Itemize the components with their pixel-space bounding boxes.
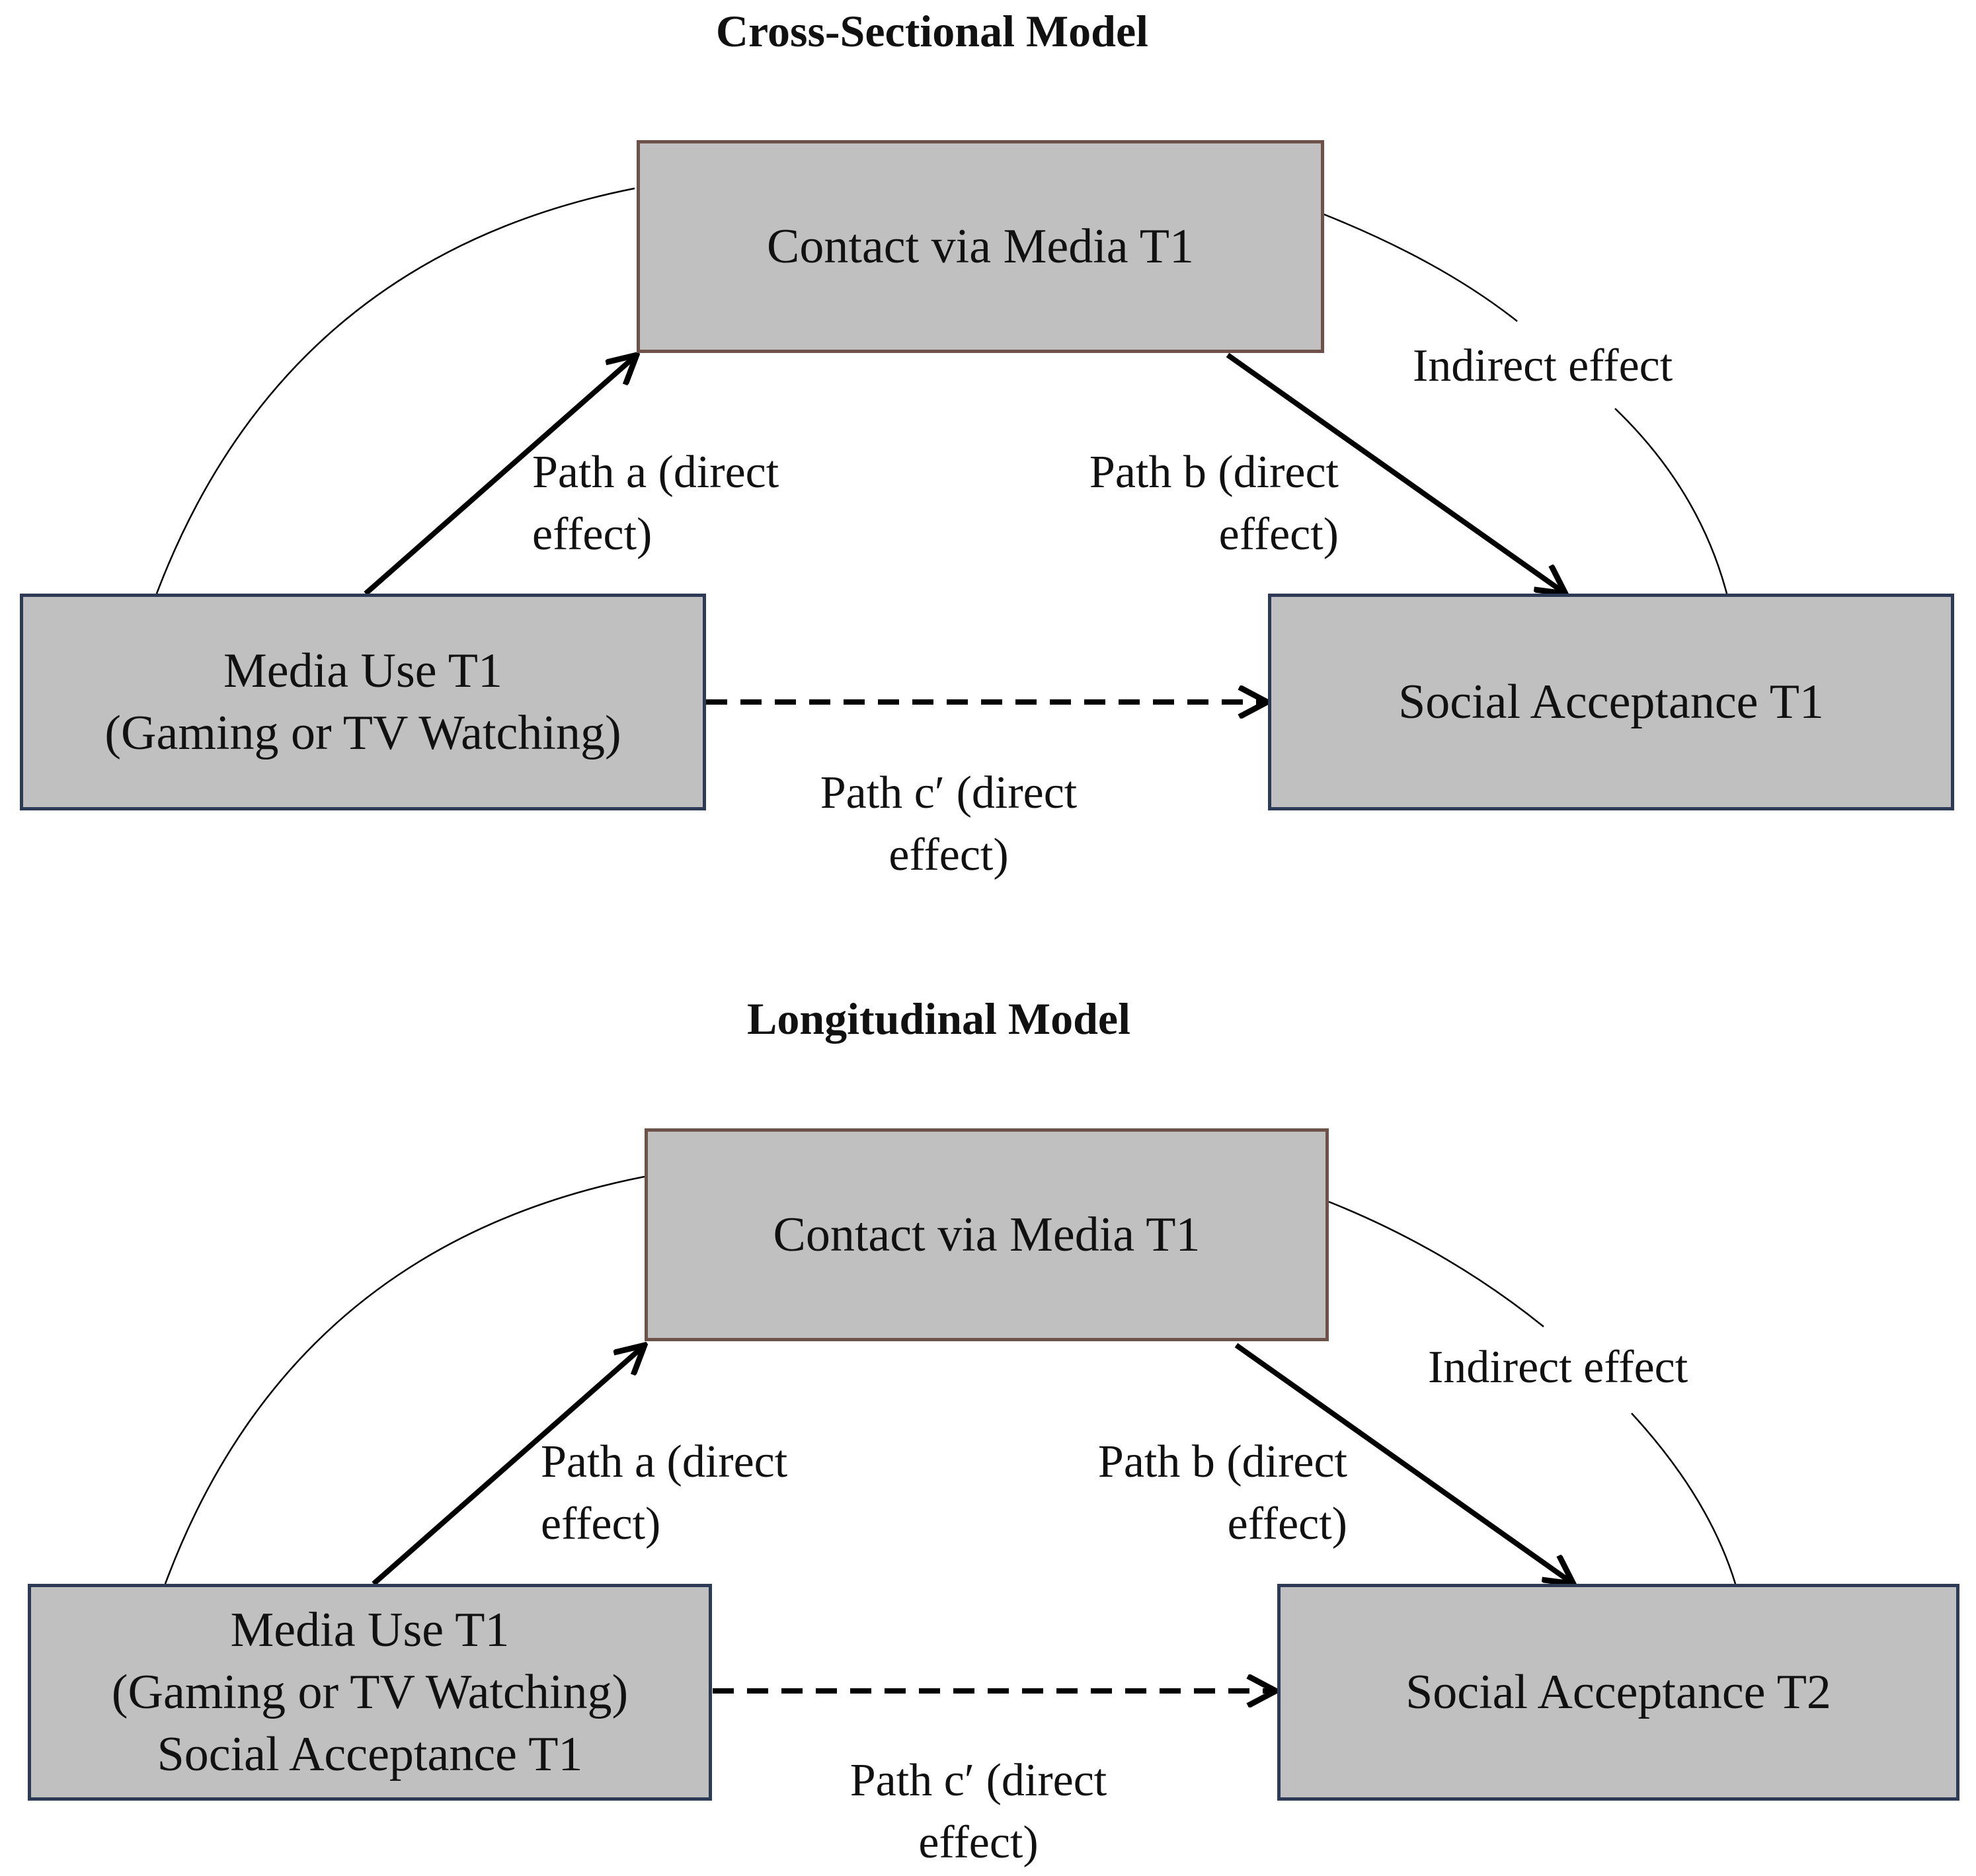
path-c-label-1: Path c′ (direct effect) — [750, 762, 1147, 886]
path-c-line-1: Path c′ (direct — [820, 767, 1078, 818]
indirect-arc-right-bottom-2 — [1631, 1413, 1737, 1584]
outcome-label: Social Acceptance T1 — [1398, 675, 1824, 729]
predictor-line-2: (Gaming or TV Watching) — [111, 1665, 629, 1719]
mediator-box-1: Contact via Media T1 — [637, 140, 1324, 353]
path-c-label-2: Path c′ (direct effect) — [780, 1750, 1177, 1874]
indirect-arc-right-top-2 — [1328, 1200, 1544, 1327]
path-b-label-2: Path b (direct effect) — [987, 1431, 1347, 1555]
path-a-label-1: Path a (direct effect) — [532, 442, 779, 566]
path-a-label-2: Path a (direct effect) — [541, 1431, 787, 1555]
predictor-line-1: Media Use T1 — [230, 1603, 510, 1657]
path-a-line-2: effect) — [532, 509, 652, 560]
path-b-arrow-2 — [1234, 1343, 1573, 1584]
predictor-line-2: (Gaming or TV Watching) — [104, 706, 621, 760]
mediator-box-2: Contact via Media T1 — [645, 1128, 1329, 1341]
outcome-box-1: Social Acceptance T1 — [1268, 594, 1954, 810]
predictor-line-1: Media Use T1 — [223, 644, 502, 698]
path-c-line-1: Path c′ (direct — [850, 1755, 1107, 1806]
path-a-line-2: effect) — [541, 1499, 661, 1549]
path-c-line-2: effect) — [918, 1817, 1039, 1868]
longitudinal-title: Longitudinal Model — [746, 994, 1131, 1044]
path-c-line-2: effect) — [889, 830, 1009, 880]
path-a-line-1: Path a (direct — [541, 1436, 788, 1487]
indirect-arc-left-2 — [164, 1175, 645, 1584]
path-b-line-1: Path b (direct — [1097, 1436, 1347, 1487]
path-a-arrow-2 — [372, 1345, 645, 1586]
path-b-line-2: effect) — [1227, 1499, 1347, 1549]
predictor-box-1: Media Use T1 (Gaming or TV Watching) — [20, 594, 706, 810]
indirect-effect-label-1: Indirect effect — [1413, 340, 1673, 391]
predictor-line-3: Social Acceptance T1 — [157, 1727, 583, 1781]
path-a-line-1: Path a (direct — [532, 447, 779, 498]
indirect-effect-label-2: Indirect effect — [1428, 1342, 1688, 1393]
predictor-box-2: Media Use T1 (Gaming or TV Watching) Soc… — [28, 1584, 712, 1801]
path-b-label-1: Path b (direct effect) — [978, 442, 1339, 566]
mediator-label: Contact via Media T1 — [773, 1208, 1201, 1262]
outcome-label: Social Acceptance T2 — [1405, 1665, 1831, 1719]
indirect-arc-left-1 — [155, 187, 635, 594]
indirect-arc-right-top-1 — [1323, 213, 1518, 322]
path-a-arrow-1 — [364, 355, 637, 596]
cross-sectional-title: Cross-Sectional Model — [715, 6, 1149, 56]
mediator-label: Contact via Media T1 — [767, 219, 1194, 274]
outcome-box-2: Social Acceptance T2 — [1277, 1584, 1959, 1801]
path-b-line-1: Path b (direct — [1089, 447, 1339, 498]
path-b-arrow-1 — [1226, 352, 1565, 594]
path-b-line-2: effect) — [1218, 509, 1339, 560]
indirect-arc-right-bottom-1 — [1614, 408, 1728, 594]
